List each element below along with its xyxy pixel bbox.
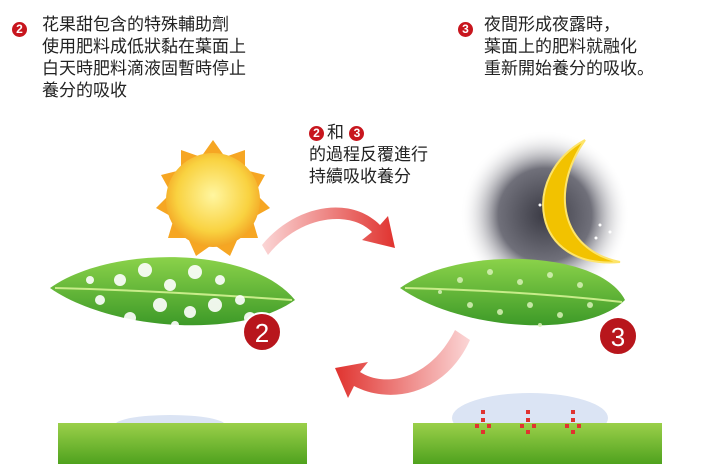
joiner-text: 和 [327,123,344,143]
svg-text:2: 2 [255,318,269,348]
step-2-badge: 2 [12,22,27,37]
text-line: 重新開始養分的吸收。 [484,59,654,79]
left-leaf-with-dry-fertilizer [50,257,295,329]
text-line: 的過程反覆進行 [309,145,428,165]
text-line: 持續吸收養分 [309,167,411,187]
step-2-badge: 2 [309,125,324,141]
right-ground [413,393,662,464]
left-ground [58,415,307,464]
text-line: 使用肥料成低狀黏在葉面上 [42,37,246,57]
night-moon-icon [460,130,630,300]
leaf-badge-2: 2 [242,312,282,352]
svg-text:3: 3 [611,322,625,352]
arrow-day-to-night [262,207,395,255]
sun-icon [156,140,270,256]
step-3-description: 夜間形成夜露時， 葉面上的肥料就融化 重新開始養分的吸收。 [484,14,654,80]
step-2-description: 花果甜包含的特殊輔助劑 使用肥料成低狀黏在葉面上 白天時肥料滴液固暫時停止 養分… [42,14,246,102]
text-line: 養分的吸收 [42,81,127,101]
text-line: 白天時肥料滴液固暫時停止 [42,59,246,79]
text-line: 葉面上的肥料就融化 [484,37,637,57]
right-leaf-with-dew [400,258,625,327]
step-3-badge: 3 [349,125,365,141]
text-line: 夜間形成夜露時， [484,15,620,35]
absorption-arrows [475,410,581,434]
leaf-badge-3: 3 [598,316,638,356]
step-3-badge: 3 [458,22,473,37]
arrow-night-to-day [335,330,470,398]
text-line: 花果甜包含的特殊輔助劑 [42,15,229,35]
